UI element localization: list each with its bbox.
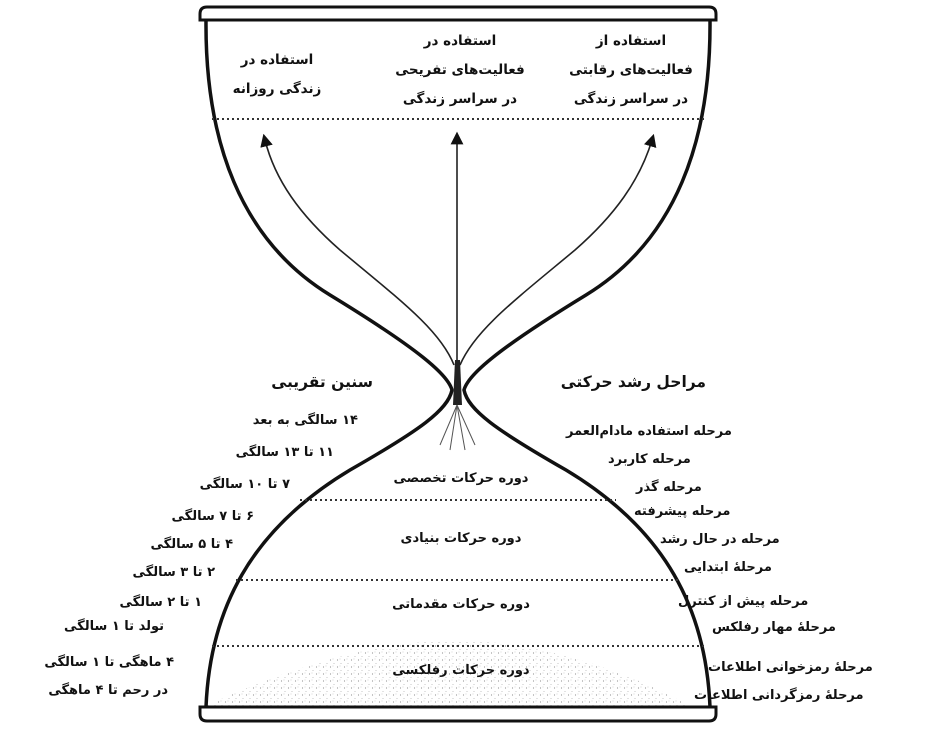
period-label: دوره حرکات رفلکسی bbox=[366, 664, 556, 677]
period-label: دوره حرکات تخصصی bbox=[366, 472, 556, 485]
age-label: ۴ تا ۵ سالگی bbox=[151, 538, 234, 551]
period-label: دوره حرکات بنیادی bbox=[366, 532, 556, 545]
top-label-left-line: زندگی روزانه bbox=[203, 75, 351, 104]
age-label: ۲ تا ۳ سالگی bbox=[133, 566, 216, 579]
stage-label: مرحله استفاده مادام‌العمر bbox=[566, 425, 732, 438]
age-label: ۱ تا ۲ سالگی bbox=[120, 596, 203, 609]
period-label: دوره حرکات مقدماتی bbox=[366, 598, 556, 611]
age-label: در رحم تا ۴ ماهگی bbox=[48, 684, 168, 697]
top-label-center: استفاده در فعالیت‌های تفریحی در سراسر زن… bbox=[365, 27, 555, 114]
stage-label: مرحلهٔ رمزخوانی اطلاعات bbox=[708, 661, 873, 674]
top-label-left: استفاده در زندگی روزانه bbox=[203, 46, 351, 104]
stage-label: مرحلهٔ ابتدایی bbox=[684, 561, 772, 574]
stage-label: مرحله در حال رشد bbox=[660, 533, 780, 546]
neck-roots bbox=[440, 405, 475, 450]
top-label-center-line: فعالیت‌های تفریحی bbox=[365, 56, 555, 85]
top-label-right-line: استفاده از bbox=[556, 27, 706, 56]
stage-label: مرحله پیشرفته bbox=[634, 505, 730, 518]
age-label: ۴ ماهگی تا ۱ سالگی bbox=[44, 656, 174, 669]
age-label: تولد تا ۱ سالگی bbox=[64, 620, 164, 633]
top-label-left-line: استفاده در bbox=[203, 46, 351, 75]
stage-label: مرحلهٔ رمزگردانی اطلاعات bbox=[694, 689, 864, 702]
top-label-center-line: در سراسر زندگی bbox=[365, 85, 555, 114]
age-label: ۱۱ تا ۱۳ سالگی bbox=[236, 446, 334, 459]
age-label: ۱۴ سالگی به بعد bbox=[253, 414, 358, 427]
top-label-right-line: در سراسر زندگی bbox=[556, 85, 706, 114]
neck-stem bbox=[453, 360, 462, 405]
age-label: ۷ تا ۱۰ سالگی bbox=[200, 478, 290, 491]
stage-label: مرحله کاربرد bbox=[608, 453, 691, 466]
arrow-right bbox=[460, 140, 652, 365]
top-label-center-line: استفاده در bbox=[365, 27, 555, 56]
ages-heading: سنین تقریبی bbox=[271, 375, 373, 391]
arrow-left bbox=[265, 140, 454, 365]
stage-label: مرحله پیش از کنترل bbox=[678, 595, 808, 608]
stages-heading: مراحل رشد حرکتی bbox=[561, 375, 706, 391]
top-label-right-line: فعالیت‌های رقابتی bbox=[556, 56, 706, 85]
stage-label: مرحله گذر bbox=[636, 481, 702, 494]
top-rim bbox=[200, 7, 716, 20]
bottom-rim bbox=[200, 707, 716, 721]
age-label: ۶ تا ۷ سالگی bbox=[172, 510, 255, 523]
stage-label: مرحلهٔ مهار رفلکس bbox=[712, 621, 836, 634]
top-label-right: استفاده از فعالیت‌های رقابتی در سراسر زن… bbox=[556, 27, 706, 114]
